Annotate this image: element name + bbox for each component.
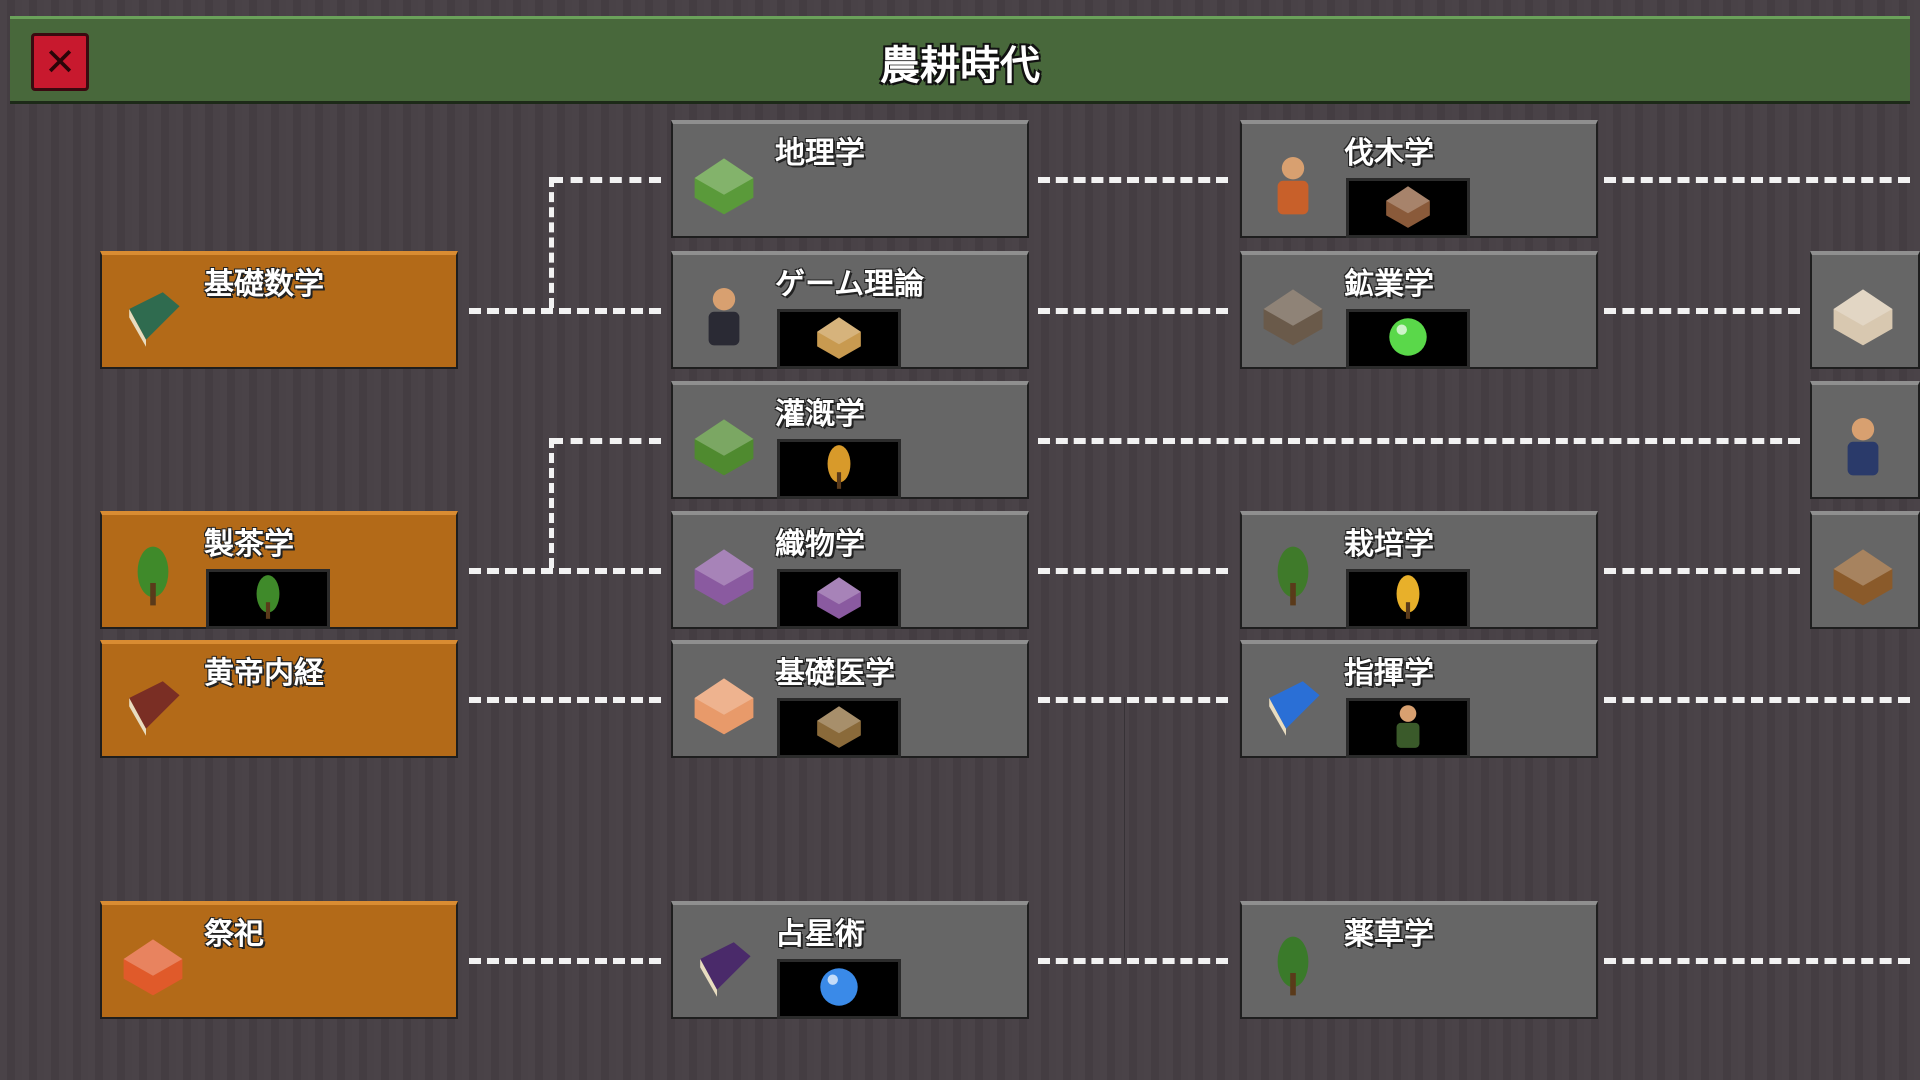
connector-line: [1604, 308, 1800, 314]
connector-line: [1038, 697, 1228, 703]
tea-leaf-icon: [242, 571, 294, 627]
connector-line: [1038, 438, 1800, 444]
tech-card-basic-medicine[interactable]: 基礎医学: [671, 640, 1029, 758]
unlock-slot[interactable]: [777, 439, 901, 499]
tech-title: 製茶学: [204, 527, 294, 562]
connector-line: [469, 308, 661, 314]
tech-title: 基礎数学: [204, 267, 324, 302]
connector-line: [469, 958, 661, 964]
tech-title: 薬草学: [1344, 917, 1434, 952]
tech-card-basic-math[interactable]: 基礎数学: [100, 251, 458, 369]
general-icon: [1382, 700, 1434, 756]
tech-card-next-1[interactable]: [1810, 251, 1920, 369]
corn-icon: [1382, 571, 1434, 627]
unlock-slot[interactable]: [206, 569, 330, 629]
tech-card-command[interactable]: 指揮学: [1240, 640, 1598, 758]
tech-title: 占星術: [775, 917, 865, 952]
blue-book-icon: [1258, 670, 1328, 740]
tech-title: 鉱業学: [1344, 267, 1434, 302]
connector-line: [1038, 958, 1228, 964]
tech-card-astrology[interactable]: 占星術: [671, 901, 1029, 1019]
tech-card-mining[interactable]: 鉱業学: [1240, 251, 1598, 369]
unlock-slot[interactable]: [777, 959, 901, 1019]
tech-card-herbalism[interactable]: 薬草学: [1240, 901, 1598, 1019]
tree-icon: [1258, 541, 1328, 611]
tech-title: 灌漑学: [775, 397, 865, 432]
loom-icon: [813, 571, 865, 627]
tech-card-ritual[interactable]: 祭祀: [100, 901, 458, 1019]
tech-title: 基礎医学: [775, 656, 895, 691]
green-orb-icon: [1382, 311, 1434, 367]
blue-orb-icon: [813, 961, 865, 1017]
header-bar: ✕ 農耕時代: [10, 16, 1910, 104]
cottage-icon: [813, 700, 865, 756]
police-officer-icon: [1828, 411, 1898, 481]
wood-block-icon: [1382, 180, 1434, 236]
connector-line: [1604, 177, 1910, 183]
unlock-slot[interactable]: [1346, 178, 1470, 238]
two-figures-icon: [689, 281, 759, 351]
connector-line: [1038, 568, 1228, 574]
connector-line: [1604, 568, 1800, 574]
food-plate-icon: [1828, 281, 1898, 351]
lumberjack-icon: [1258, 150, 1328, 220]
connector-line: [1038, 308, 1228, 314]
tech-card-geography[interactable]: 地理学: [671, 120, 1029, 238]
leaf-icon: [118, 541, 188, 611]
connector-line: [1604, 958, 1910, 964]
unlock-slot[interactable]: [777, 698, 901, 758]
tech-title: ゲーム理論: [775, 267, 925, 302]
tech-title: 伐木学: [1344, 136, 1434, 171]
herb-icon: [1258, 931, 1328, 1001]
tech-title: 黄帝内経: [204, 656, 324, 691]
tech-title: 織物学: [775, 527, 865, 562]
unlock-slot[interactable]: [1346, 309, 1470, 369]
close-icon: ✕: [44, 40, 76, 84]
unlock-slot[interactable]: [1346, 698, 1470, 758]
connector-line: [1124, 697, 1125, 958]
connector-line: [1604, 697, 1910, 703]
connector-line: [469, 568, 661, 574]
brown-book-icon: [118, 670, 188, 740]
unlock-slot[interactable]: [1346, 569, 1470, 629]
tech-card-cultivation[interactable]: 栽培学: [1240, 511, 1598, 629]
connector-line: [549, 438, 554, 568]
house-icon: [813, 311, 865, 367]
tech-card-game-theory[interactable]: ゲーム理論: [671, 251, 1029, 369]
wheat-icon: [813, 441, 865, 497]
connector-line: [1038, 177, 1228, 183]
unlock-slot[interactable]: [777, 569, 901, 629]
tech-card-next-3[interactable]: [1810, 511, 1920, 629]
pills-icon: [689, 670, 759, 740]
tech-title: 地理学: [775, 136, 865, 171]
tech-title: 祭祀: [204, 917, 264, 952]
tech-card-logging[interactable]: 伐木学: [1240, 120, 1598, 238]
wine-barrels-icon: [1828, 541, 1898, 611]
tech-card-irrigation[interactable]: 灌漑学: [671, 381, 1029, 499]
tech-title: 指揮学: [1344, 656, 1434, 691]
rock-icon: [1258, 281, 1328, 351]
tech-card-textiles[interactable]: 織物学: [671, 511, 1029, 629]
connector-line: [549, 177, 554, 308]
tech-card-next-2[interactable]: [1810, 381, 1920, 499]
connector-line: [469, 697, 661, 703]
connector-line: [551, 177, 661, 183]
island-icon: [689, 150, 759, 220]
altar-flame-icon: [118, 931, 188, 1001]
green-book-icon: [118, 281, 188, 351]
farm-plot-icon: [689, 411, 759, 481]
tech-card-tea[interactable]: 製茶学: [100, 511, 458, 629]
unlock-slot[interactable]: [777, 309, 901, 369]
connector-line: [551, 438, 661, 444]
page-title: 農耕時代: [880, 43, 1040, 89]
tech-card-huangdi[interactable]: 黄帝内経: [100, 640, 458, 758]
loom-icon: [689, 541, 759, 611]
close-button[interactable]: ✕: [31, 33, 89, 91]
purple-book-icon: [689, 931, 759, 1001]
tech-title: 栽培学: [1344, 527, 1434, 562]
